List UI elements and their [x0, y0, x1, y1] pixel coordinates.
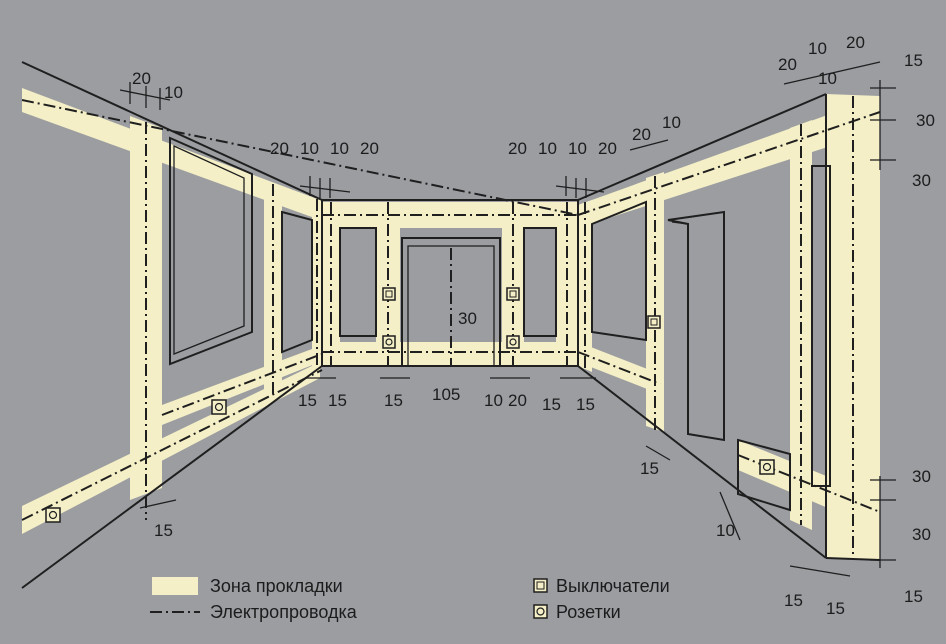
fixtures: [45, 287, 775, 523]
switch-icon: [647, 315, 661, 329]
dim-label: 15: [328, 391, 347, 410]
panel-left-2: [281, 210, 313, 354]
edge-left-floor: [21, 365, 323, 589]
dim-label: 20: [632, 125, 651, 144]
edge-left-ceiling: [21, 61, 323, 201]
socket-icon: [533, 604, 548, 619]
dim-label: 15: [298, 391, 317, 410]
dim-label: 10: [300, 139, 319, 158]
dim-label: 20: [508, 139, 527, 158]
dim-label: 10: [808, 39, 827, 58]
dim-label: 15: [154, 521, 173, 540]
edge-right-ceiling: [577, 93, 827, 201]
dim-label: 10: [662, 113, 681, 132]
dim-label: 10: [716, 521, 735, 540]
wire-left-bottom: [21, 369, 323, 521]
dim-label: 20: [846, 33, 865, 52]
dim-label: 30: [916, 111, 935, 130]
socket-icon: [45, 507, 61, 523]
dim-label: 10: [538, 139, 557, 158]
dim-label: 20: [508, 391, 527, 410]
dim-label: 20: [270, 139, 289, 158]
wire-left-mid: [161, 353, 323, 416]
wire-left-top: [21, 99, 579, 216]
dim-label: 15: [784, 591, 803, 610]
panel-right-1: [591, 200, 647, 342]
dim-label: 15: [904, 51, 923, 70]
edge-right-floor: [577, 365, 827, 559]
window-left: [169, 136, 253, 366]
dim-label: 20: [132, 69, 151, 88]
switch-icon: [382, 287, 396, 301]
dim-label: 20: [598, 139, 617, 158]
door-back: [401, 237, 501, 367]
legend-socket-label: Розетки: [556, 602, 621, 622]
legend: Зона прокладки Электропроводка Выключате…: [150, 576, 670, 622]
dim-label: 20: [360, 139, 379, 158]
switch-icon: [533, 578, 548, 593]
socket-icon: [759, 459, 775, 475]
socket-icon: [211, 399, 227, 415]
dim-label: 30: [912, 525, 931, 544]
dim-label: 30: [912, 467, 931, 486]
dim-label: 30: [458, 309, 477, 328]
legend-zone-swatch: [152, 577, 198, 595]
legend-wiring-label: Электропроводка: [210, 602, 358, 622]
panel-back-1: [339, 227, 377, 337]
legend-switch-label: Выключатели: [556, 576, 670, 596]
panel-back-2: [523, 227, 557, 337]
dim-label: 15: [826, 599, 845, 618]
socket-icon: [506, 335, 520, 349]
panel-right-lower: [737, 438, 791, 512]
dim-label: 10: [164, 83, 183, 102]
dim-label: 105: [432, 385, 460, 404]
dim-label: 10: [818, 69, 837, 88]
dimension-labels: 20 10 20 10 10 20 20 10 10 20 20 10 20 1…: [132, 33, 935, 618]
room-edges: [21, 61, 881, 589]
dim-label: 30: [912, 171, 931, 190]
dim-label: 15: [384, 391, 403, 410]
dim-label: 15: [640, 459, 659, 478]
door-right: [667, 210, 725, 442]
wire-right-mid: [577, 351, 661, 385]
door-back-frame: [407, 245, 495, 366]
dim-label: 10: [568, 139, 587, 158]
dim-label: 15: [576, 395, 595, 414]
dim-label: 10: [330, 139, 349, 158]
switch-icon: [506, 287, 520, 301]
window-left-inner: [173, 144, 245, 355]
panel-right-tall: [811, 165, 831, 487]
openings: [169, 136, 831, 512]
dim-label: 20: [778, 55, 797, 74]
zone-left-mid-strip: [162, 346, 320, 425]
wire-right-top: [577, 111, 881, 216]
legend-zone-label: Зона прокладки: [210, 576, 343, 596]
socket-icon: [382, 335, 396, 349]
dim-label: 15: [542, 395, 561, 414]
zone-left-vertical-3: [312, 198, 322, 370]
zone-left-bottom-strip: [22, 362, 320, 534]
dimension-ticks: [119, 61, 896, 577]
dim-label: 15: [904, 587, 923, 606]
dim-label: 10: [484, 391, 503, 410]
door-right-frame: [671, 221, 689, 434]
